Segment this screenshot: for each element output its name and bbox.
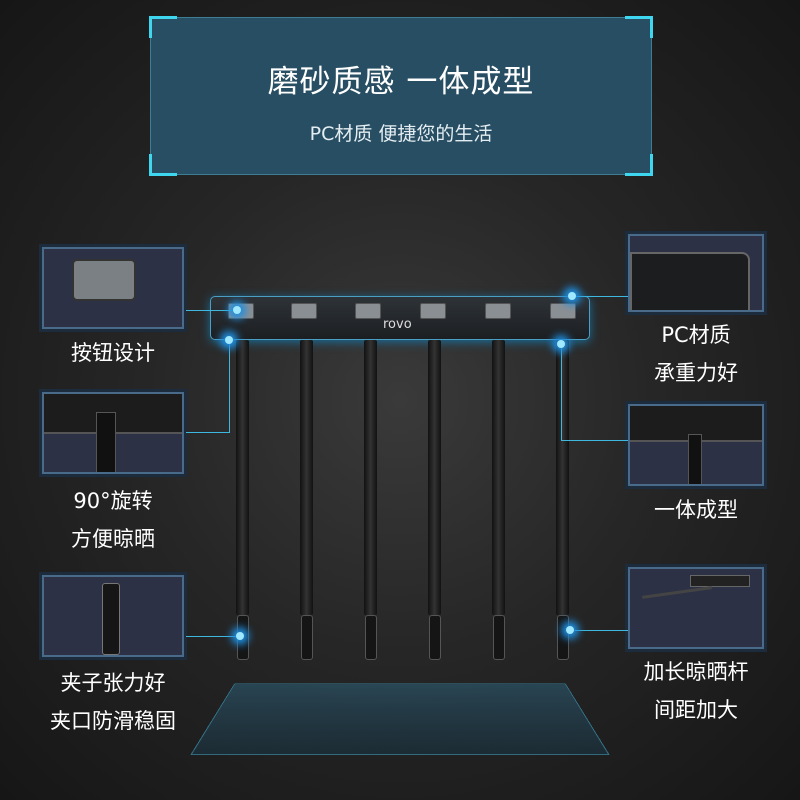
highlight-dot [236,632,244,640]
feature-label-integrated: 一体成型 [654,498,738,522]
button-closeup-image [42,247,184,329]
feature-label-extended: 加长晾晒杆间距加大 [643,660,749,722]
feature-label-rotation: 90°旋转方便晾晒 [71,489,155,551]
callout-line [186,636,240,637]
callout-line [229,340,230,432]
rack-button [291,303,317,319]
highlight-dot [225,336,233,344]
clip [301,615,313,660]
rack-button [550,303,576,319]
rack-bar: rovo [210,296,590,340]
hanging-rod [428,340,441,615]
clip [429,615,441,660]
clip-closeup-image [42,575,184,657]
rotation-closeup-image [42,392,184,474]
hanging-rod [236,340,249,615]
callout-line [561,344,562,440]
clip [557,615,569,660]
highlight-dot [568,292,576,300]
display-platform [190,683,610,756]
hanging-rod [364,340,377,615]
highlight-dot [233,306,241,314]
callout-line [561,440,628,441]
callout-line [574,296,628,297]
highlight-dot [557,340,565,348]
integrated-closeup-image [628,404,764,486]
rack-button [420,303,446,319]
extended-rod-image [628,567,764,649]
rack-button [355,303,381,319]
hanging-rod [556,340,569,615]
feature-label-button: 按钮设计 [71,341,155,365]
material-closeup-image [628,234,764,312]
hanging-rod [300,340,313,615]
hanging-rod [492,340,505,615]
highlight-dot [566,626,574,634]
rack-button [485,303,511,319]
callout-line [570,630,628,631]
callout-line [186,310,236,311]
brand-logo: rovo [383,317,412,332]
clip [493,615,505,660]
rack-button [228,303,254,319]
headline-banner: 磨砂质感 一体成型 PC材质 便捷您的生活 [149,16,653,176]
clip [365,615,377,660]
banner-title: 磨砂质感 一体成型 [267,64,535,100]
banner-subtitle: PC材质 便捷您的生活 [309,123,493,145]
feature-label-material: PC材质承重力好 [654,323,738,385]
feature-label-clip: 夹子张力好夹口防滑稳固 [50,671,176,733]
callout-line [186,432,230,433]
